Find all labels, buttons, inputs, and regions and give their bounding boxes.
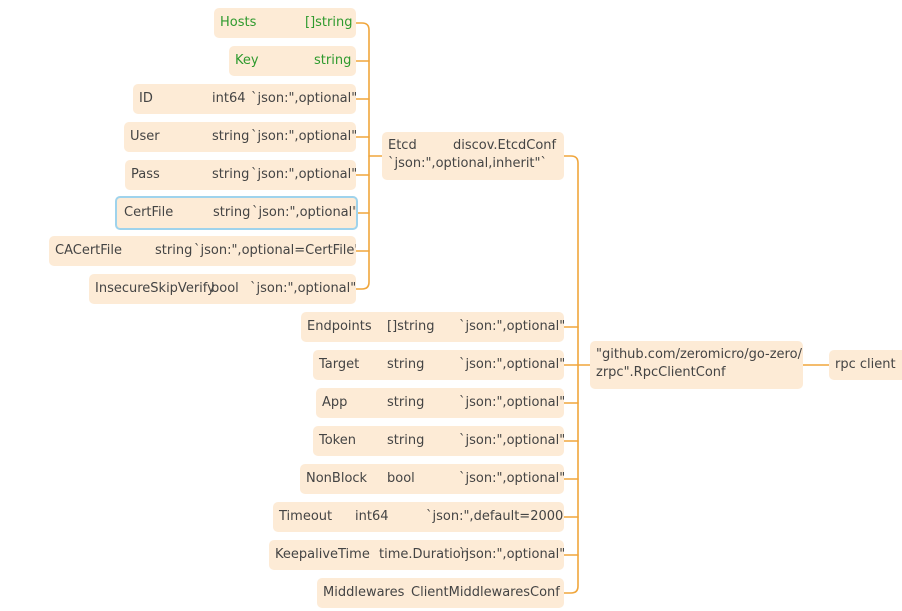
field-type: string <box>314 53 352 68</box>
field-name: Endpoints <box>307 319 372 334</box>
field-id[interactable]: ID int64 `json:",optional"` <box>133 84 356 114</box>
field-type: ClientMiddlewaresConf <box>411 585 560 600</box>
field-key[interactable]: Key string <box>229 46 356 76</box>
field-name: Hosts <box>220 15 257 30</box>
field-target[interactable]: Target string `json:",optional"` <box>313 350 564 380</box>
field-type: string <box>387 357 425 372</box>
field-hosts[interactable]: Hosts []string <box>214 8 356 38</box>
field-name: InsecureSkipVerify <box>95 281 215 296</box>
field-tag: `json:",optional"` <box>459 319 564 334</box>
etcd-fields-tick <box>355 60 370 252</box>
field-type: []string <box>387 319 435 334</box>
field-app[interactable]: App string `json:",optional"` <box>316 388 564 418</box>
field-name: ID <box>139 91 153 106</box>
field-name: Pass <box>131 167 160 182</box>
field-type: string <box>212 129 250 144</box>
etcd-fields-connector <box>355 22 370 290</box>
etcd-tag: `json:",optional,inherit"` <box>388 156 548 171</box>
field-token[interactable]: Token string `json:",optional"` <box>313 426 564 456</box>
field-type: int64 <box>355 509 389 524</box>
client-fields-tick <box>563 326 579 556</box>
field-certfile[interactable]: CertFile string `json:",optional"` <box>115 196 358 230</box>
field-tag: `json:",optional"` <box>251 129 356 144</box>
field-name: User <box>130 129 160 144</box>
root-label: rpc client <box>835 357 896 372</box>
field-tag: `json:",optional"` <box>252 205 358 220</box>
field-cacertfile[interactable]: CACertFile string `json:",optional=CertF… <box>49 236 356 266</box>
rpc-client-conf-node[interactable]: "github.com/zeromicro/go-zero/ zrpc".Rpc… <box>590 341 803 389</box>
conf-line-1: "github.com/zeromicro/go-zero/ <box>596 347 802 362</box>
field-name: Timeout <box>279 509 333 524</box>
field-tag: `json:",optional"` <box>250 281 356 296</box>
field-tag: `json:",optional"` <box>251 167 356 182</box>
field-type: string <box>387 395 425 410</box>
field-type: string <box>213 205 251 220</box>
field-type: []string <box>305 15 353 30</box>
etcd-type: discov.EtcdConf <box>453 138 557 153</box>
field-tag: `json:",optional"` <box>459 357 564 372</box>
etcd-node[interactable]: Etcd discov.EtcdConf `json:",optional,in… <box>382 132 564 180</box>
field-type: string <box>387 433 425 448</box>
field-name: Middlewares <box>323 585 405 600</box>
field-nonblock[interactable]: NonBlock bool `json:",optional"` <box>300 464 564 494</box>
field-user[interactable]: User string `json:",optional"` <box>124 122 356 152</box>
field-tag: `json:",optional"` <box>459 471 564 486</box>
field-type: bool <box>387 471 415 486</box>
conf-line-2: zrpc".RpcClientConf <box>596 365 726 380</box>
field-name: KeepaliveTime <box>275 547 370 562</box>
field-tag: `json:",optional"` <box>251 91 356 106</box>
field-tag: `json:",optional=CertFile"` <box>194 243 356 258</box>
field-tag: `json:",optional"` <box>459 547 564 562</box>
field-name: App <box>322 395 348 410</box>
field-type: time.Duration <box>379 547 469 562</box>
rpc-client-root-node[interactable]: rpc client <box>829 350 902 380</box>
field-timeout[interactable]: Timeout int64 `json:",default=2000"` <box>273 502 564 532</box>
field-tag: `json:",default=2000"` <box>426 509 564 524</box>
field-tag: `json:",optional"` <box>459 433 564 448</box>
field-type: int64 <box>212 91 246 106</box>
field-name: CertFile <box>124 205 174 220</box>
client-fields-connector <box>563 155 579 594</box>
field-insecureskipverify[interactable]: InsecureSkipVerify bool `json:",optional… <box>89 274 356 304</box>
field-name: Key <box>235 53 259 68</box>
field-name: NonBlock <box>306 471 368 486</box>
field-keepalivetime[interactable]: KeepaliveTime time.Duration `json:",opti… <box>269 540 564 570</box>
field-name: Token <box>319 433 356 448</box>
field-tag: `json:",optional"` <box>459 395 564 410</box>
field-name: Target <box>319 357 360 372</box>
field-pass[interactable]: Pass string `json:",optional"` <box>125 160 356 190</box>
field-type: string <box>212 167 250 182</box>
field-endpoints[interactable]: Endpoints []string `json:",optional"` <box>301 312 564 342</box>
etcd-name: Etcd <box>388 138 417 153</box>
field-type: string <box>155 243 193 258</box>
field-type: bool <box>211 281 239 296</box>
field-name: CACertFile <box>55 243 123 258</box>
field-middlewares[interactable]: Middlewares ClientMiddlewaresConf <box>317 578 564 608</box>
